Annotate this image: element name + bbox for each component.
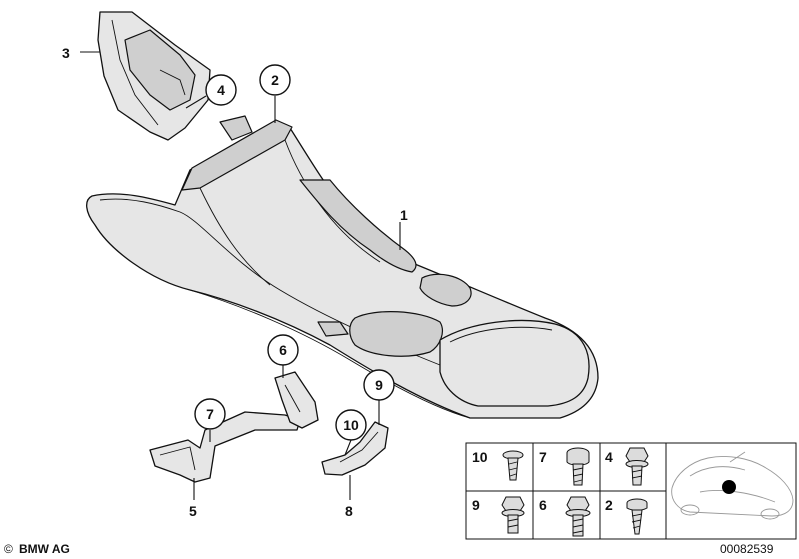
callout-10-circle: 10 (335, 409, 367, 441)
callout-2: 2 (271, 72, 279, 88)
callout-1: 1 (400, 207, 408, 223)
screw-7-icon (566, 447, 590, 486)
car-outline-icon (671, 451, 794, 520)
leader-lines (80, 51, 401, 500)
diagram-id: 00082539 (720, 542, 774, 556)
screw-4-icon (625, 447, 649, 486)
location-marker-icon (722, 480, 736, 494)
brand-name: BMW AG (19, 542, 70, 556)
screw-10-icon (502, 450, 524, 481)
callout-4-circle: 4 (205, 74, 237, 106)
screw-2-icon (626, 498, 648, 535)
trim-panel-part (97, 11, 211, 141)
vehicle-location-box (665, 442, 797, 540)
callout-9-circle: 9 (363, 369, 395, 401)
fastener-label-9: 9 (472, 497, 480, 513)
screw-9-icon (501, 496, 525, 534)
bracket-right-part (321, 421, 389, 476)
fastener-label-7: 7 (539, 449, 547, 465)
callout-7-circle: 7 (194, 398, 226, 430)
center-console-part (86, 115, 599, 419)
fastener-label-10: 10 (472, 449, 488, 465)
callout-2-circle: 2 (259, 64, 291, 96)
callout-3: 3 (62, 45, 70, 61)
screw-6-icon (565, 496, 591, 537)
callout-10: 10 (343, 417, 359, 433)
callout-9: 9 (375, 377, 383, 393)
fastener-grid: 10 7 4 9 6 2 (465, 442, 667, 540)
fastener-label-2: 2 (605, 497, 613, 513)
callout-7: 7 (206, 406, 214, 422)
callout-6-circle: 6 (267, 334, 299, 366)
callout-5: 5 (189, 503, 197, 519)
bracket-left-part (149, 411, 301, 483)
fastener-label-4: 4 (605, 449, 613, 465)
bracket-center-part (274, 371, 319, 429)
fastener-label-6: 6 (539, 497, 547, 513)
copyright-symbol: © (4, 542, 13, 556)
callout-6: 6 (279, 342, 287, 358)
callout-4: 4 (217, 82, 225, 98)
callout-8: 8 (345, 503, 353, 519)
